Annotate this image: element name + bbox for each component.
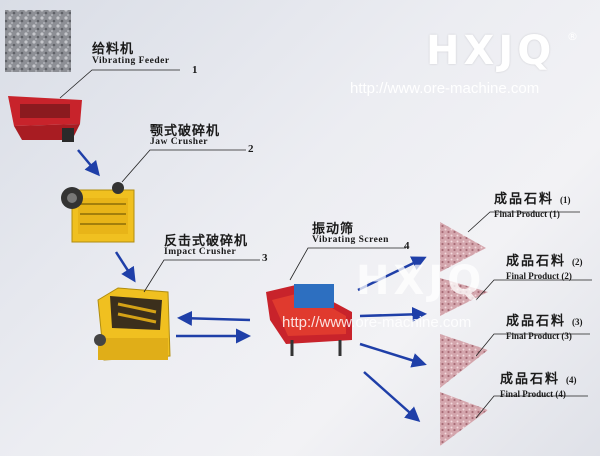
step-4-number: 4 bbox=[404, 240, 410, 252]
step-1-cn-label: 给料机 bbox=[92, 38, 134, 57]
arrow-to-product-3 bbox=[360, 344, 424, 364]
leader-line-2 bbox=[122, 150, 246, 182]
final-product-2-label: 成品石料(2) Final Product (2) bbox=[506, 250, 583, 281]
final-product-3-image bbox=[440, 334, 488, 388]
step-1-number: 1 bbox=[192, 64, 198, 76]
leader-line-1 bbox=[60, 70, 180, 98]
watermark-url: http://www.ore-machine.com bbox=[282, 314, 471, 331]
product-leader-2 bbox=[476, 280, 592, 300]
step-4-en-label: Vibrating Screen bbox=[312, 235, 389, 245]
leader-line-3 bbox=[144, 260, 260, 292]
step-3-number: 3 bbox=[262, 252, 268, 264]
arrow-feeder-to-jaw bbox=[78, 150, 98, 174]
raw-stone-image bbox=[5, 10, 71, 72]
jaw-crusher-icon bbox=[61, 182, 134, 242]
final-product-3-label: 成品石料(3) Final Product (3) bbox=[506, 310, 583, 341]
step-2-en-label: Jaw Crusher bbox=[150, 137, 208, 147]
arrow-to-product-4 bbox=[364, 372, 418, 420]
arrow-jaw-to-impact bbox=[116, 252, 134, 280]
vibrating-feeder-icon bbox=[8, 96, 82, 142]
registered-mark: ® bbox=[567, 30, 578, 43]
final-product-4-image bbox=[440, 392, 488, 446]
step-3-en-label: Impact Crusher bbox=[164, 247, 236, 257]
product-leader-4 bbox=[476, 396, 588, 418]
step-1-en-label: Vibrating Feeder bbox=[92, 56, 170, 66]
arrow-screen-to-impact bbox=[180, 318, 250, 320]
step-2-number: 2 bbox=[248, 143, 254, 155]
final-product-1-label: 成品石料(1) Final Product (1) bbox=[494, 188, 571, 219]
brand-logo: HXJQ bbox=[426, 28, 555, 74]
watermark-logo: HXJQ bbox=[356, 258, 485, 304]
brand-url: http://www.ore-machine.com bbox=[350, 80, 539, 97]
final-product-4-label: 成品石料(4) Final Product (4) bbox=[500, 368, 577, 399]
impact-crusher-icon bbox=[94, 288, 170, 360]
